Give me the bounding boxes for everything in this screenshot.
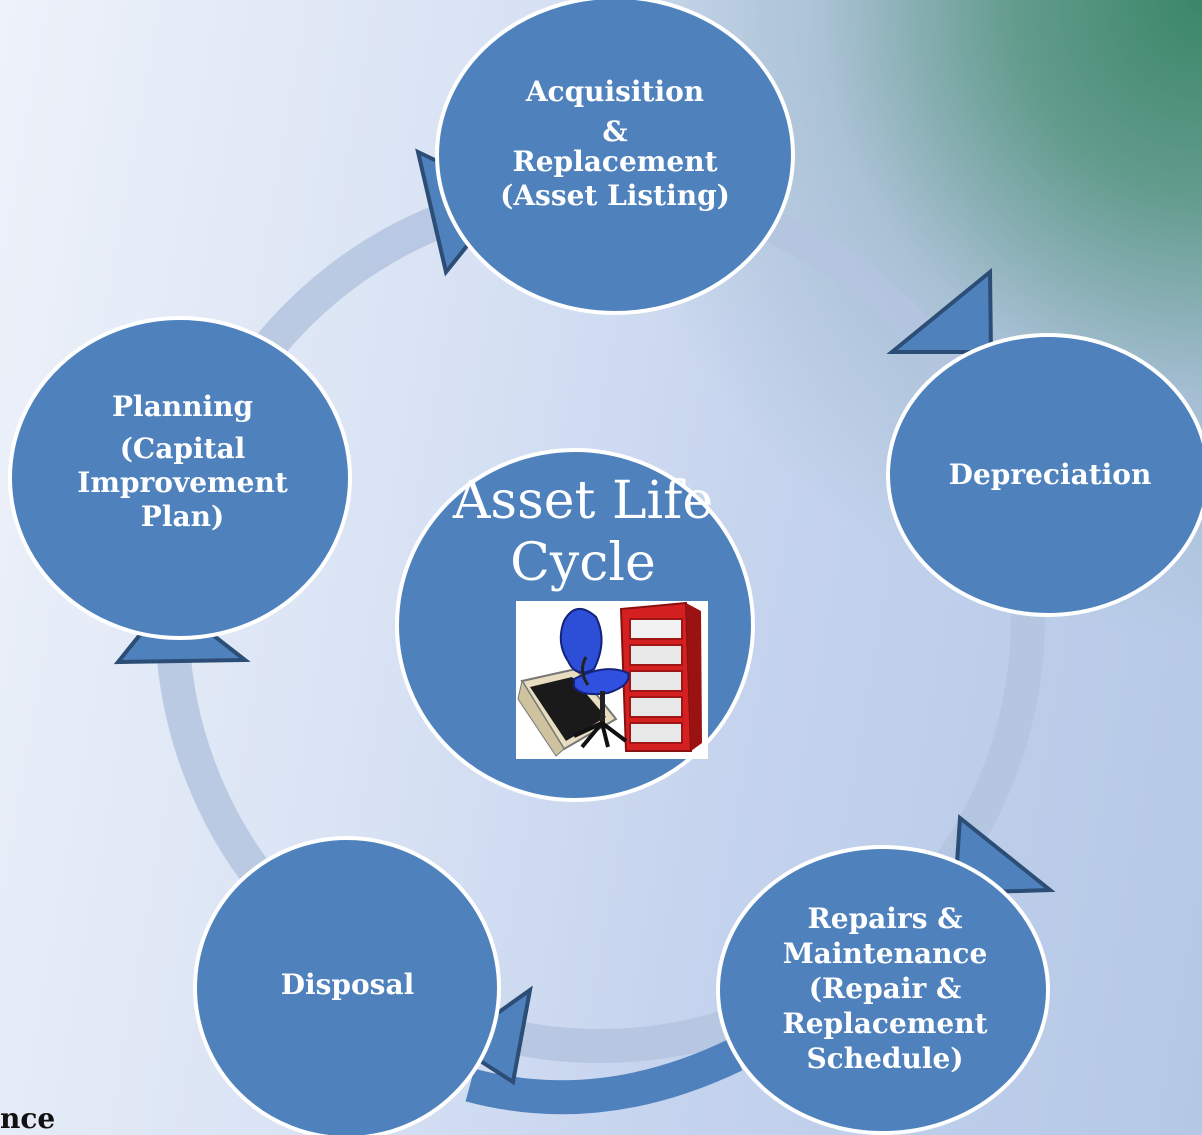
node-disposal-line: Disposal	[280, 968, 415, 1001]
node-acquisition-line: Acquisition	[525, 75, 705, 108]
node-repairs-line: Schedule)	[806, 1041, 964, 1075]
node-acquisition-line: &	[602, 115, 628, 148]
arrowhead-to-depreciation	[886, 267, 994, 354]
node-repairs-label: Repairs & Maintenance (Repair & Replacem…	[740, 893, 1030, 1083]
node-depreciation-label: Depreciation	[930, 455, 1170, 495]
center-title-line1: Asset Life	[452, 471, 714, 531]
node-acquisition-label: Acquisition & Replacement (Asset Listing…	[470, 75, 760, 245]
corner-text-fragment: nce	[0, 1102, 56, 1135]
bottom-arrow-band	[465, 1039, 743, 1115]
node-depreciation-circle	[886, 333, 1202, 617]
node-planning-line: Plan)	[140, 500, 225, 533]
center-title: Asset Life Cycle	[433, 470, 733, 594]
node-planning-line: Planning	[111, 390, 254, 423]
node-disposal-circle	[193, 836, 501, 1135]
node-acquisition-line: (Asset Listing)	[500, 179, 730, 212]
node-acquisition-line: Replacement	[512, 145, 718, 178]
node-repairs-line: Replacement	[782, 1006, 988, 1040]
node-planning-label: Planning (Capital Improvement Plan)	[40, 390, 325, 575]
node-planning-line: Improvement	[77, 466, 288, 499]
node-planning-line: (Capital	[119, 432, 246, 465]
node-disposal-label: Disposal	[245, 965, 450, 1005]
node-repairs-line: Maintenance	[782, 936, 988, 970]
node-repairs-line: (Repair &	[808, 971, 962, 1005]
node-depreciation-line: Depreciation	[948, 458, 1152, 491]
node-planning-circle	[8, 316, 352, 640]
node-repairs-line: Repairs &	[807, 901, 963, 935]
office-furniture-clipart-icon	[516, 601, 708, 759]
node-repairs-circle	[716, 845, 1050, 1135]
node-acquisition-circle	[435, 0, 795, 315]
center-title-line2: Cycle	[510, 533, 656, 593]
